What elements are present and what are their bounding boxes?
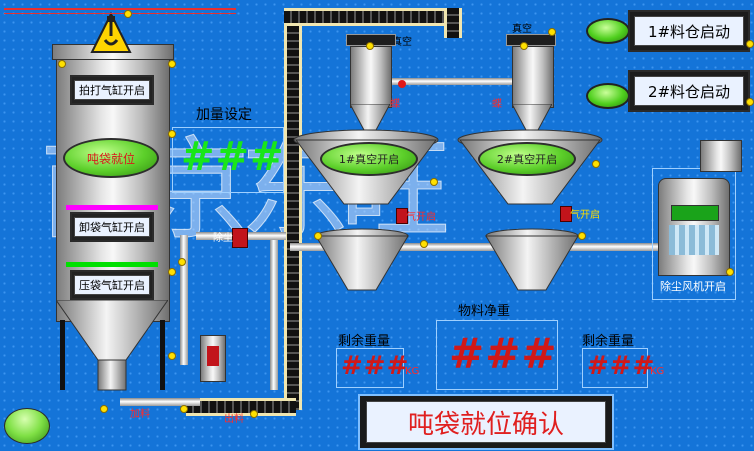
pipe-horizontal-main [290,243,660,251]
dosing-title: 加量设定 [196,107,252,123]
lower-hopper-right [485,228,579,291]
top-red-line [4,8,236,10]
bag-station-magenta-bar [66,205,158,210]
pipe-vacuum-link [380,78,530,85]
connector-dot [180,405,188,413]
lower-bag-cylinder-button[interactable]: 卸袋气缸开启 [70,212,154,242]
lower-bag-cylinder-label: 卸袋气缸开启 [79,221,145,234]
bag-in-place-confirm-button[interactable]: 吨袋就位确认 [358,394,614,450]
dust-collector-frame [652,168,736,300]
discharge-label: 出料 [224,414,244,425]
discharge-valve[interactable] [200,335,226,382]
butterfly-valve-left-indicator[interactable] [398,80,406,88]
dosing-panel[interactable]: ### [172,127,284,193]
bag-in-place-label: 吨袋就位 [86,151,135,166]
connector-dot [420,240,428,248]
silo-1-start-button[interactable]: 1#料仓启动 [628,10,750,52]
connector-dot [548,28,556,36]
bottom-left-status-button[interactable] [4,408,50,444]
bag-in-place-confirm-label: 吨袋就位确认 [407,409,564,440]
connector-dot [578,232,586,240]
dust-collector-duct [700,140,742,172]
dust-collector-body [658,178,730,276]
vacuum-receiver-left-cone [350,104,390,130]
vacuum-receiver-right-cap [506,34,556,46]
valve-left-label: 气开启 [406,212,436,223]
silo-2-start-label: 2#料仓启动 [647,82,731,101]
connector-dot [124,10,132,18]
dosing-value: ### [181,134,285,180]
connector-dot [58,60,66,68]
warning-icon [90,12,132,53]
conveyor-top [284,8,454,26]
connector-dot [366,42,374,50]
bag-station-leg-right [160,320,165,390]
connector-dot [746,40,754,48]
silo-2-start-button[interactable]: 2#料仓启动 [628,70,750,112]
pipe-bottom-feed [120,398,200,406]
vacuum-label-right: 真空 [512,24,532,35]
vacuum-receiver-right-cone [512,104,552,130]
feed-label: 加料 [130,409,150,420]
butterfly-label-right: 蝶 [492,99,502,110]
remaining-weight-left-unit: KG [405,366,420,377]
silo-1-start-lamp[interactable] [586,18,630,44]
net-weight-value: ### [449,329,558,378]
vacuum-1-label: 1#真空开启 [338,153,400,166]
connector-dot [250,410,258,418]
net-weight-title: 物料净重 [458,304,511,319]
lower-hopper-left [315,228,409,291]
remaining-weight-right-unit: KG [650,366,665,377]
pipe-vertical-left [270,240,278,390]
remaining-weight-right-title: 剩余重量 [582,334,635,349]
press-bag-cylinder-label: 压袋气缸开启 [79,279,145,292]
vacuum-2-button[interactable]: 2#真空开启 [478,142,576,176]
beat-cylinder-label: 拍打气缸开启 [79,84,145,97]
connector-dot [314,232,322,240]
remaining-weight-right-panel: ### [582,348,654,388]
vacuum-2-label: 2#真空开启 [496,153,558,166]
connector-dot [168,60,176,68]
connector-dot [726,268,734,276]
connector-dot [592,160,600,168]
vacuum-label-left: 真空 [392,37,412,48]
valve-left-icon[interactable] [396,208,408,224]
vacuum-1-button[interactable]: 1#真空开启 [320,142,418,176]
connector-dot [430,178,438,186]
remaining-weight-left-title: 剩余重量 [338,334,391,349]
silo-1-start-label: 1#料仓启动 [647,22,731,41]
bag-station-hopper [56,300,168,391]
conveyor-bottom [186,398,296,416]
pipe-dosing-down [180,235,188,365]
remaining-weight-right-value: ### [587,351,656,381]
press-bag-cylinder-button[interactable]: 压袋气缸开启 [70,270,154,300]
vacuum-receiver-left [350,46,392,108]
bag-station-leg-left [60,320,65,390]
net-weight-panel: ### [436,320,558,390]
bag-in-place-indicator[interactable]: 吨袋就位 [63,138,159,178]
dust-valve-left[interactable] [232,228,248,248]
connector-dot [168,268,176,276]
butterfly-label-left: 蝶 [390,99,400,110]
silo-2-start-lamp[interactable] [586,83,630,109]
dust-label-left: 除尘 [213,233,233,244]
connector-dot [746,98,754,106]
remaining-weight-left-panel: ### [336,348,408,388]
vacuum-receiver-right [512,46,554,108]
conveyor-top-drop [444,8,462,38]
connector-dot [520,42,528,50]
connector-dot [100,405,108,413]
connector-dot [178,258,186,266]
valve-right-label: 气开启 [570,210,600,221]
connector-dot [168,352,176,360]
valve-right-icon[interactable] [560,206,572,222]
top-red-line-2 [4,13,236,14]
bag-station-green-bar [66,262,158,267]
connector-dot [168,130,176,138]
dust-collector-label: 除尘风机开启 [660,280,726,293]
beat-cylinder-button[interactable]: 拍打气缸开启 [70,75,154,105]
conveyor-vertical [284,10,302,410]
remaining-weight-left-value: ### [341,351,410,381]
